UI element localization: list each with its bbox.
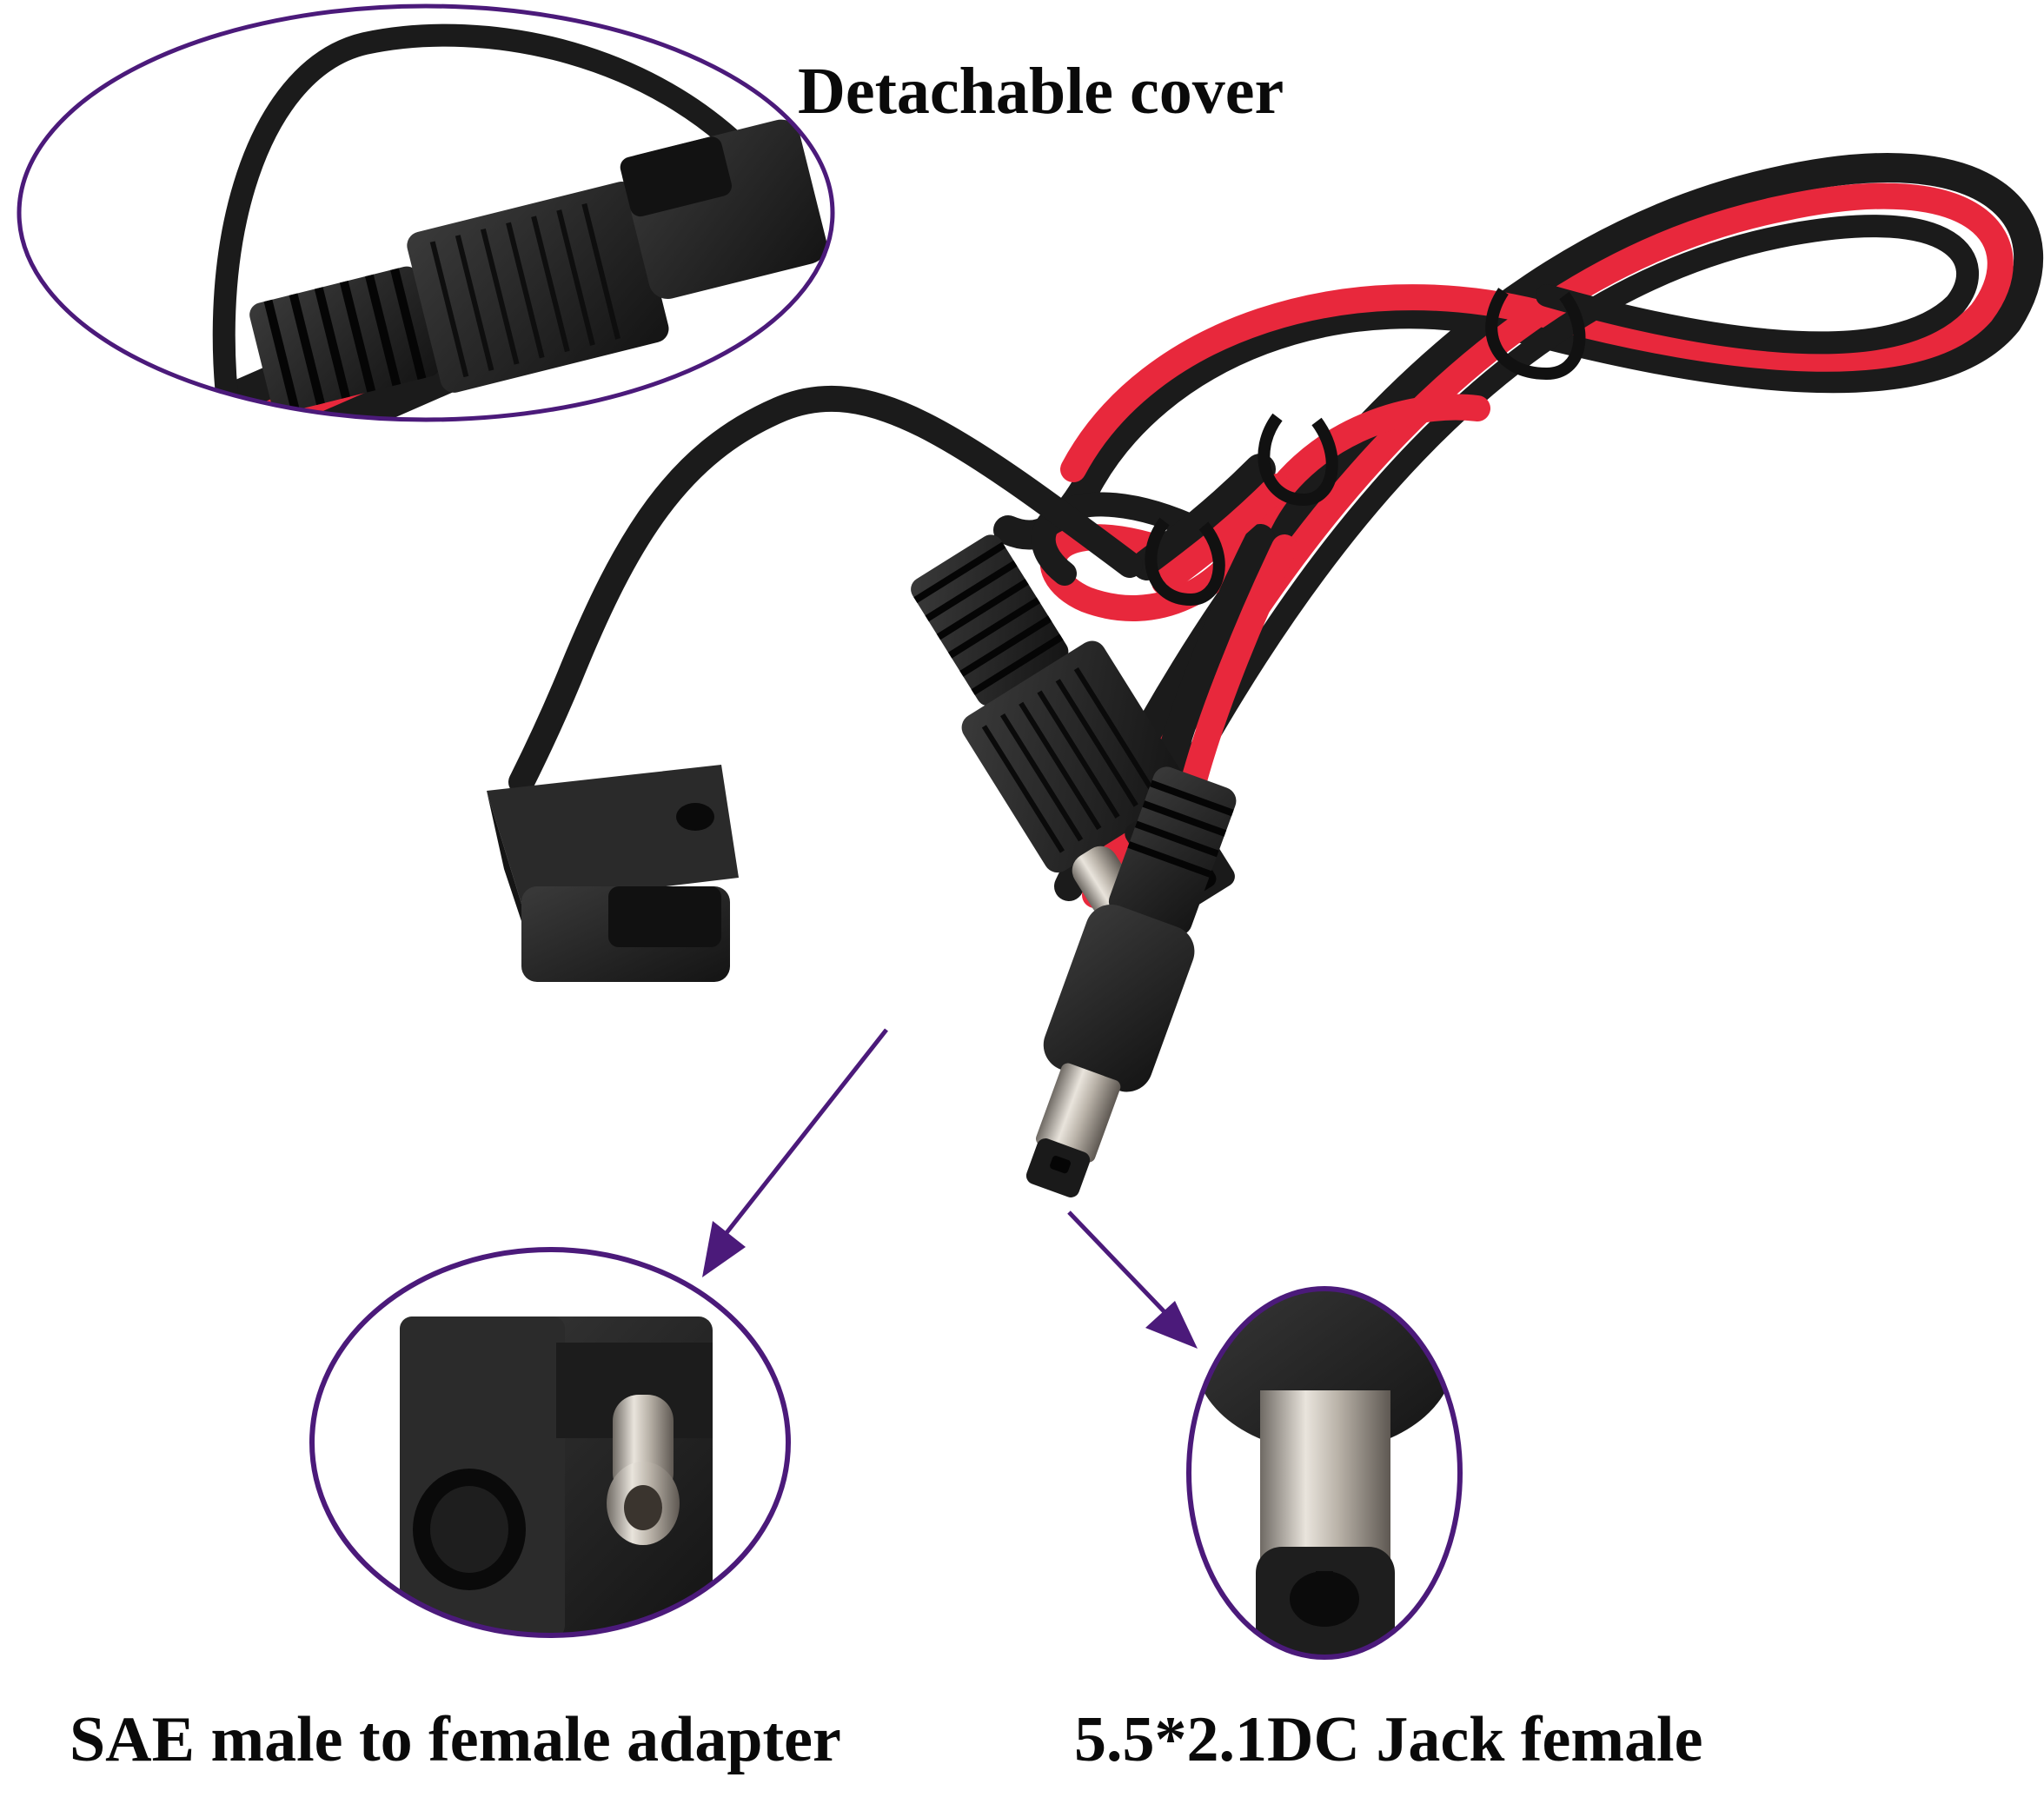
detail-dc-zoom	[1186, 1286, 1463, 1660]
arrow-to-dc	[1067, 1210, 1171, 1318]
caption-dc-jack: 5.5*2.1DC Jack female	[1074, 1704, 1703, 1775]
dc-jack-connector	[1025, 766, 1237, 1197]
arrowhead-sae-icon	[702, 1221, 746, 1277]
arrowhead-dc-icon	[1145, 1301, 1198, 1349]
caption-detachable-cover: Detachable cover	[798, 55, 1284, 128]
detail-sae-zoom	[309, 1247, 791, 1638]
sae-connector	[911, 534, 1235, 918]
detail-cover-zoom	[17, 3, 835, 422]
arrow-to-sae	[724, 1028, 888, 1236]
caption-sae-adapter: SAE male to female adapter	[70, 1704, 841, 1775]
cable-coil	[508, 153, 2043, 911]
sae-cover	[487, 765, 739, 982]
pointer-arrows	[702, 1028, 1198, 1349]
